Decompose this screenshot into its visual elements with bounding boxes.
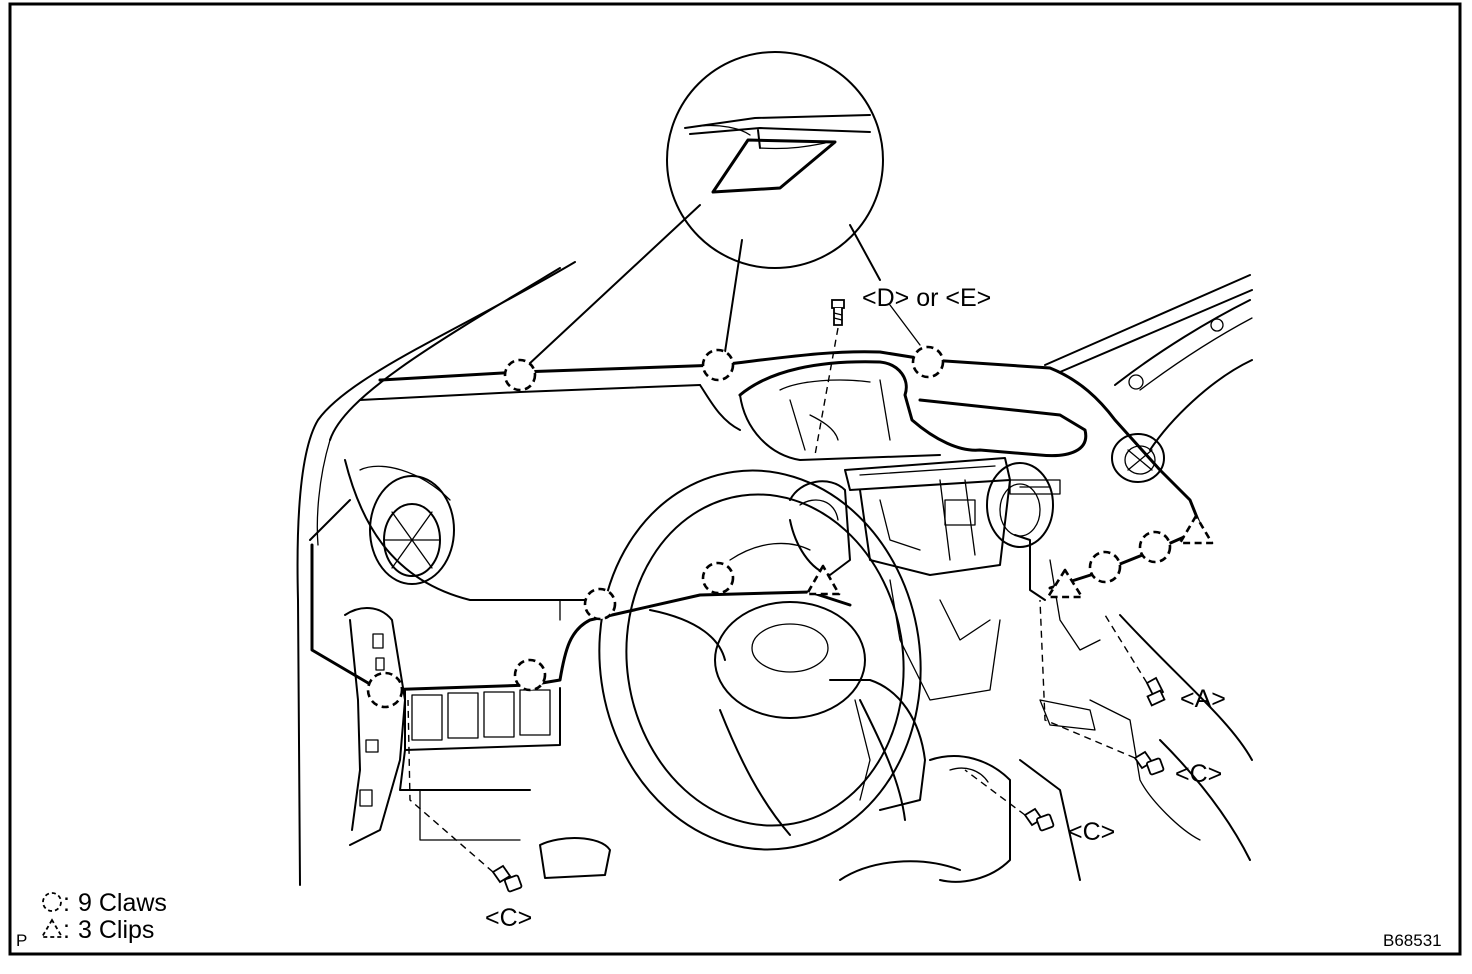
bolt-c-bottom: [407, 699, 523, 893]
claw-marker: [513, 658, 547, 692]
figure-id: B68531: [1383, 931, 1442, 950]
claw-marker: [1138, 530, 1172, 564]
callout-c-right-upper: <C>: [1175, 760, 1222, 788]
legend-claw-icon: [42, 892, 62, 912]
legend-clip-icon: [40, 918, 64, 938]
clip-marker: [1046, 568, 1084, 599]
steering-wheel: [598, 469, 922, 851]
callout-c-right-lower: <C>: [1068, 818, 1115, 846]
right-door-frame: [1044, 274, 1253, 861]
left-air-vent: [359, 465, 455, 585]
detail-magnifier: [527, 51, 884, 366]
callout-a: <A>: [1180, 685, 1226, 713]
claw-markers: [366, 345, 1172, 709]
dashboard-lower-edge: [378, 528, 1202, 692]
legend-claws-text: 9 Claws: [78, 889, 167, 917]
dashboard-left-face: [309, 459, 591, 692]
clip-marker: [805, 564, 841, 596]
claw-marker: [701, 561, 735, 595]
bolt-c-right-upper: [1039, 599, 1165, 776]
lower-console: [419, 599, 1201, 883]
legend-claws-colon: :: [63, 889, 70, 917]
callout-d-or-e: <D> or <E>: [862, 284, 991, 312]
bolt-a: [1104, 614, 1166, 707]
claw-marker: [583, 587, 617, 621]
bolt-c-right-lower: [964, 769, 1055, 832]
lower-switch-panel: [399, 687, 561, 791]
right-air-vent: [1111, 433, 1165, 483]
legend-clips-colon: :: [63, 916, 70, 944]
center-reinforcement: [789, 457, 1101, 701]
claw-marker: [701, 348, 735, 382]
dashboard-top-edge: [359, 350, 1202, 527]
a-pillar-left: [296, 261, 576, 886]
claw-marker: [911, 345, 945, 379]
clip-marker: [1178, 514, 1214, 545]
legend: : 9 Claws : 3 Clips: [40, 889, 167, 944]
clip-markers: [805, 514, 1214, 599]
claw-marker: [503, 358, 537, 392]
bolt-d-or-e: [814, 299, 921, 456]
claw-marker: [366, 671, 404, 709]
claw-marker: [1088, 550, 1122, 584]
meter-hood-opening: [738, 360, 1088, 461]
steering-column: [829, 679, 926, 811]
left-side-panel: [344, 607, 406, 846]
legend-clips-text: 3 Clips: [78, 916, 154, 944]
corner-mark: P: [16, 931, 27, 950]
figure-frame: [8, 2, 1462, 956]
callout-c-bottom: <C>: [485, 904, 532, 932]
